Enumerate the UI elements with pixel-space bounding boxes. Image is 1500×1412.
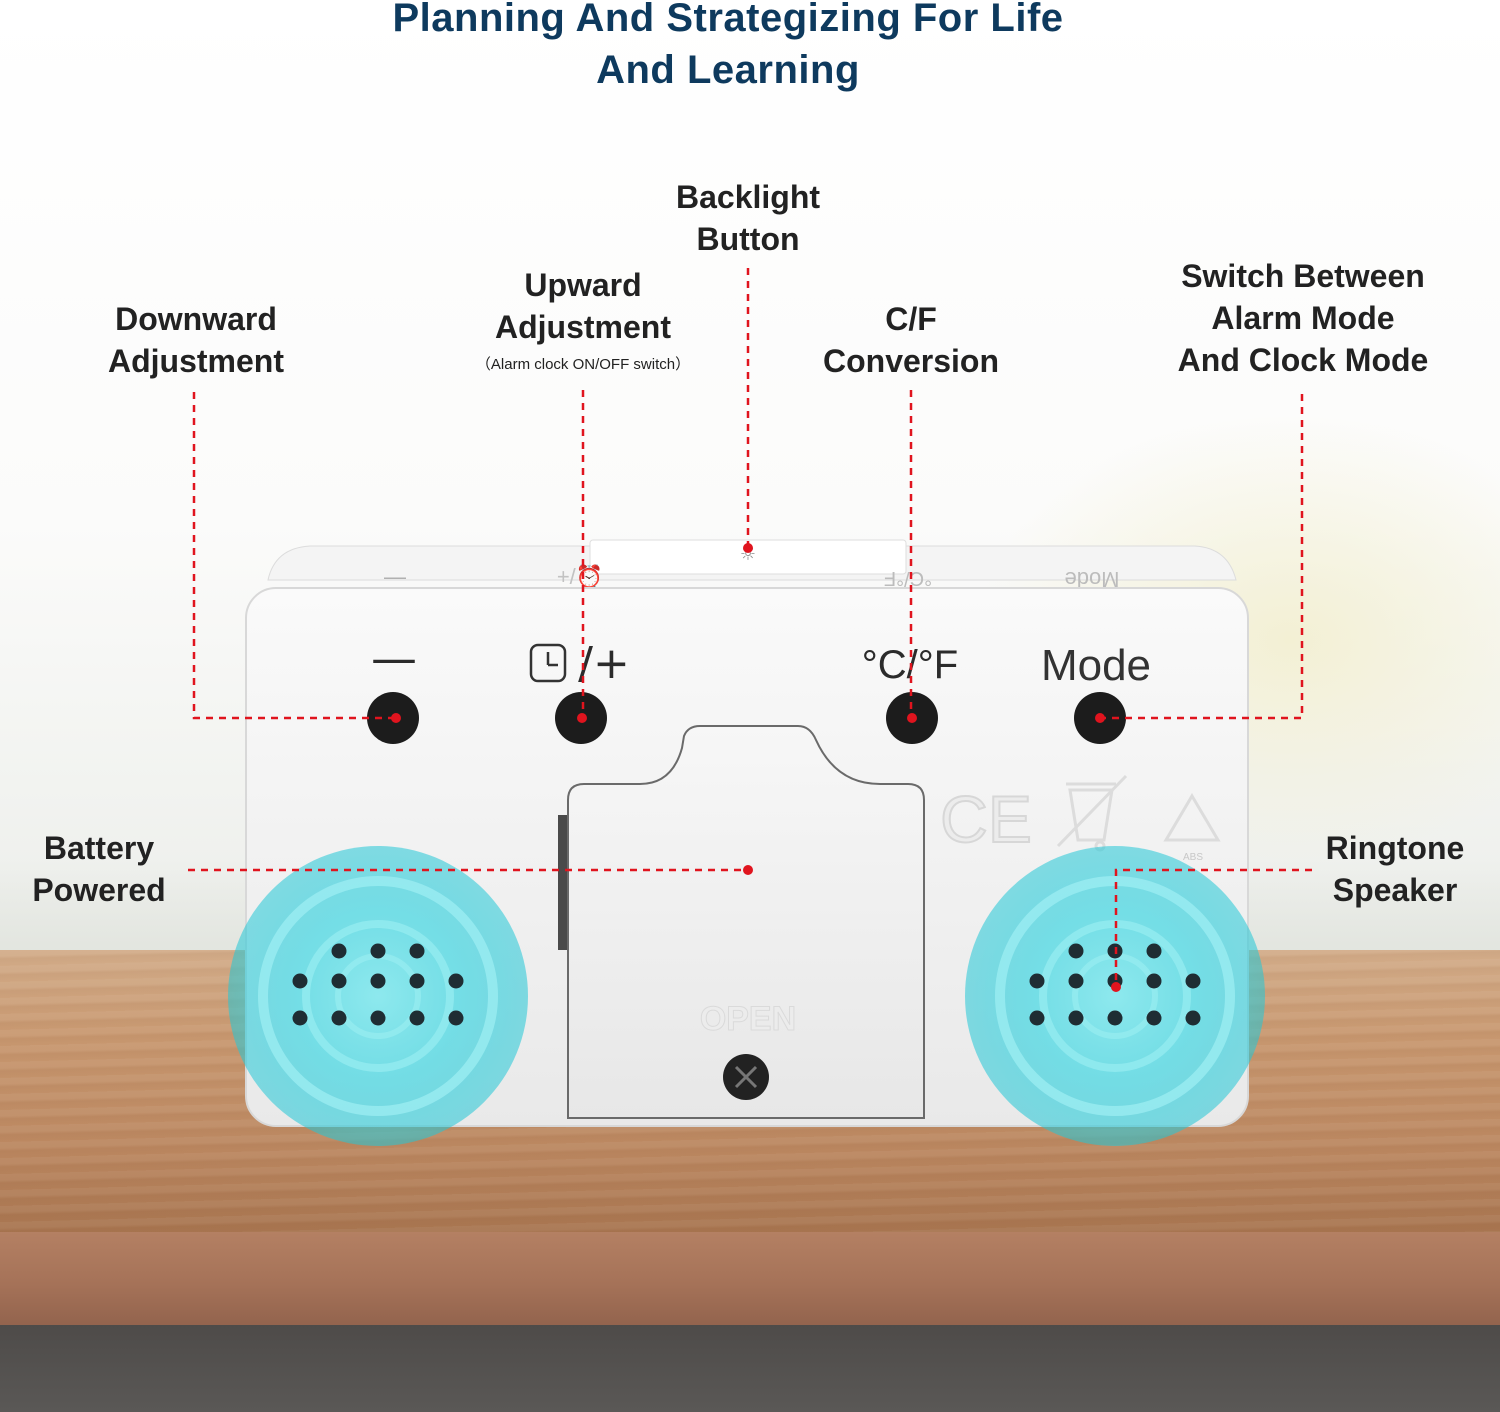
label-mode-line3: And Clock Mode	[1177, 342, 1429, 378]
battery-latch-seam	[558, 815, 568, 950]
speaker-hole	[331, 943, 347, 959]
label-cf-line2: Conversion	[822, 343, 1000, 379]
ce-mark: CE	[940, 782, 1032, 856]
floor	[0, 1325, 1500, 1412]
speaker-hole	[409, 1010, 425, 1026]
clock-top-surface: ☼ — +/⏰ °C/°F Mode	[267, 539, 1237, 592]
battery-cover	[567, 725, 925, 1119]
label-battery-line1: Battery	[43, 830, 155, 866]
cover-screw	[723, 1054, 769, 1100]
label-battery: Battery Powered	[14, 827, 184, 911]
label-downward-line2: Adjustment	[108, 343, 284, 379]
speaker-hole	[1068, 1010, 1084, 1026]
leader-ringtone	[1114, 868, 1312, 987]
svg-text:°C/°F: °C/°F	[884, 567, 932, 589]
speaker-hole	[292, 1010, 308, 1026]
wooden-table-edge	[0, 1232, 1500, 1327]
page-title: Planning And Strategizing For Life And L…	[0, 0, 1456, 96]
label-mode-line1: Switch Between	[1181, 258, 1425, 294]
speaker-hole	[370, 943, 386, 959]
leader-lines	[188, 268, 1312, 987]
left-speaker	[228, 846, 528, 1146]
speaker-hole	[1068, 943, 1084, 959]
label-upward-sub: （Alarm clock ON/OFF switch）	[475, 356, 691, 373]
speaker-hole	[409, 973, 425, 989]
speaker-hole	[292, 973, 308, 989]
label-backlight-line1: Backlight	[675, 179, 821, 215]
label-backlight-line2: Button	[696, 221, 800, 257]
label-ringtone-line2: Speaker	[1332, 872, 1458, 908]
speaker-hole	[1029, 1010, 1045, 1026]
abs-text: ABS	[1183, 852, 1203, 863]
speaker-hole	[331, 1010, 347, 1026]
speaker-hole	[1029, 973, 1045, 989]
speaker-hole	[1146, 943, 1162, 959]
minus-symbol: —	[371, 631, 417, 685]
speaker-hole	[1185, 1010, 1201, 1026]
leader-mode	[1100, 394, 1304, 720]
speaker-hole	[1146, 973, 1162, 989]
recycle-icon	[1163, 793, 1221, 842]
alarm-clock-icon	[529, 643, 567, 683]
mode-symbol: Mode	[1041, 641, 1151, 690]
label-downward: Downward Adjustment	[86, 298, 306, 382]
svg-text:—: —	[384, 564, 406, 589]
plus-symbol: /+	[578, 638, 630, 689]
speaker-hole	[1185, 973, 1201, 989]
label-upward-line2: Adjustment	[495, 309, 671, 345]
svg-text:+/⏰: +/⏰	[557, 563, 603, 589]
speaker-hole	[370, 1010, 386, 1026]
label-upward: Upward Adjustment	[470, 264, 696, 348]
speaker-hole	[1107, 1010, 1123, 1026]
speaker-hole	[1068, 973, 1084, 989]
label-cf: C/F Conversion	[802, 298, 1020, 382]
label-ringtone: Ringtone Speaker	[1310, 827, 1480, 911]
label-cf-line1: C/F	[885, 301, 937, 337]
speaker-hole	[409, 943, 425, 959]
right-speaker	[965, 846, 1265, 1146]
speaker-hole	[370, 973, 386, 989]
label-ringtone-line1: Ringtone	[1325, 830, 1465, 866]
title-line-1: Planning And Strategizing For Life	[392, 0, 1064, 40]
label-upward-line1: Upward	[524, 267, 642, 303]
label-mode-line2: Alarm Mode	[1211, 300, 1395, 336]
speaker-hole	[1146, 1010, 1162, 1026]
label-mode-switch: Switch Between Alarm Mode And Clock Mode	[1152, 255, 1454, 381]
leader-downward	[192, 392, 393, 720]
open-label: OPEN	[700, 1000, 796, 1038]
title-line-2: And Learning	[596, 48, 860, 92]
speaker-hole	[448, 1010, 464, 1026]
label-downward-line1: Downward	[115, 301, 277, 337]
speaker-hole	[448, 973, 464, 989]
weee-bin-icon	[1056, 774, 1128, 852]
speaker-hole	[331, 973, 347, 989]
label-battery-line2: Powered	[32, 872, 166, 908]
label-backlight: Backlight Button	[640, 176, 856, 260]
leader-endpoints	[391, 543, 1121, 992]
